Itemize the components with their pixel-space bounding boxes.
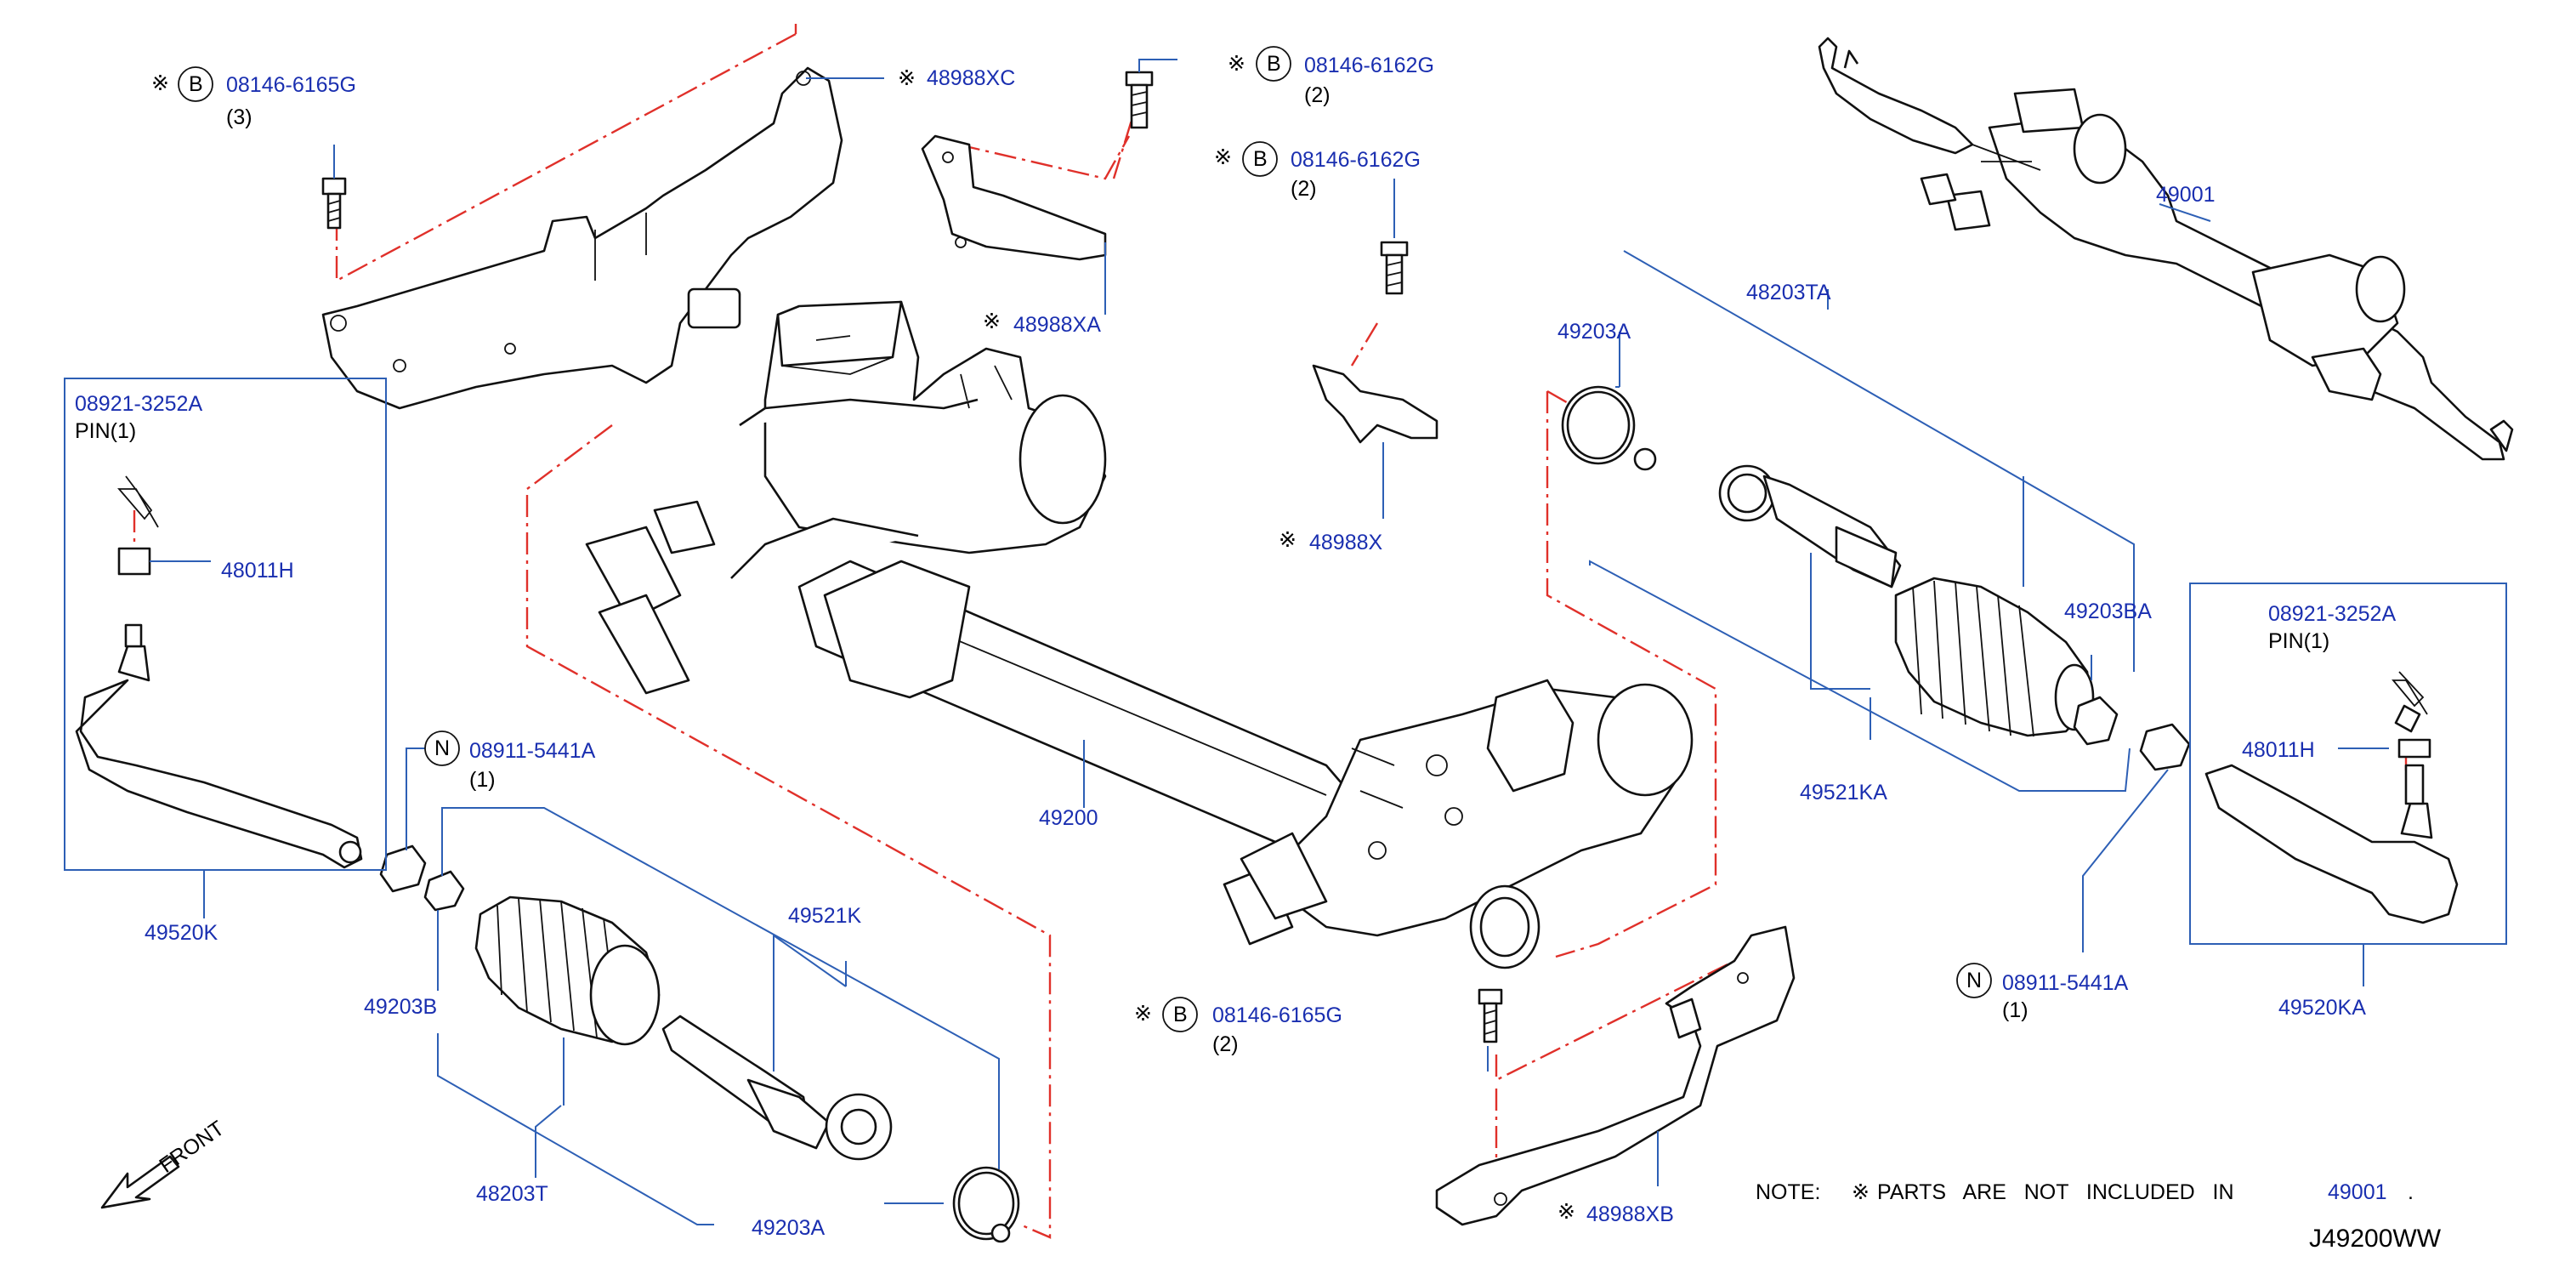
label-49001: 49001 — [2156, 183, 2216, 207]
note-mark: ※ — [1852, 1180, 1870, 1204]
b-mark: B — [1173, 1003, 1188, 1026]
label-49520ka: 49520KA — [2278, 996, 2366, 1020]
label-08146-6165g-top: 08146-6165G — [226, 73, 356, 97]
qty-2: (2) — [1291, 177, 1317, 201]
bracket-48988xc — [321, 66, 843, 410]
label-08911-5441a-left: 08911-5441A — [469, 739, 596, 763]
label-pin-left: 08921-3252A — [75, 392, 202, 416]
bolt-08146-6165g-top — [321, 177, 347, 230]
front-label: FRONT — [155, 1117, 229, 1178]
note-suffix: . — [2408, 1180, 2414, 1204]
label-49520k: 49520K — [145, 921, 218, 945]
boot-kit-left-parts — [379, 844, 1020, 1243]
label-49203ba: 49203BA — [2064, 600, 2152, 623]
star-mark: ※ — [1228, 52, 1245, 76]
label-49203b: 49203B — [364, 995, 437, 1019]
qty-3: (3) — [226, 105, 252, 129]
label-48988xa: 48988XA — [1013, 313, 1101, 337]
label-49200: 49200 — [1039, 806, 1098, 830]
label-08146-6162g-mid: 08146-6162G — [1291, 148, 1421, 172]
part-labels: ※ B 08146-6165G (3) ※ 48988XC ※ B 08146-… — [75, 46, 2396, 1240]
front-arrow: FRONT — [100, 1117, 229, 1209]
star-mark: ※ — [1134, 1002, 1152, 1026]
label-49521k: 49521K — [788, 904, 862, 928]
label-pin-right: 08921-3252A — [2268, 602, 2396, 626]
pin-left-qty: PIN(1) — [75, 419, 136, 443]
qty-1: (1) — [2002, 998, 2028, 1022]
note-ref: 49001 — [2328, 1180, 2387, 1204]
n-circle-icon — [424, 730, 460, 766]
star-mark: ※ — [983, 310, 1001, 333]
qty-2: (2) — [1212, 1032, 1239, 1056]
b-circle-icon — [1242, 141, 1278, 177]
b-circle-icon — [1162, 997, 1198, 1032]
label-49203a-left: 49203A — [752, 1216, 826, 1240]
b-mark: B — [1267, 52, 1281, 76]
star-mark: ※ — [1279, 528, 1297, 552]
b-mark: B — [1253, 147, 1268, 171]
bracket-48988x — [1312, 241, 1438, 444]
b-circle-icon — [178, 66, 213, 102]
b-circle-icon — [1256, 46, 1291, 82]
leader-lines — [64, 59, 2507, 1225]
diagram-code: J49200WW — [2309, 1225, 2442, 1253]
b-mark: B — [189, 72, 203, 96]
pin-right-qty: PIN(1) — [2268, 629, 2329, 653]
label-48988x: 48988X — [1309, 531, 1383, 554]
label-08146-6165g-bottom: 08146-6165G — [1212, 1003, 1342, 1027]
qty-1: (1) — [469, 768, 496, 792]
star-mark: ※ — [1558, 1200, 1575, 1224]
bracket-48988xa — [921, 71, 1154, 261]
note-prefix: NOTE: — [1756, 1180, 1820, 1204]
label-08146-6162g-top: 08146-6162G — [1304, 54, 1434, 77]
n-mark: N — [434, 736, 450, 760]
label-48988xc: 48988XC — [927, 66, 1015, 90]
note-text: PARTS ARE NOT INCLUDED IN — [1877, 1180, 2234, 1204]
star-mark: ※ — [1214, 145, 1232, 169]
label-49203a-right: 49203A — [1558, 320, 1631, 344]
label-48988xb: 48988XB — [1586, 1202, 1674, 1226]
n-mark: N — [1966, 969, 1982, 992]
tie-rod-end-49520ka — [2204, 671, 2459, 924]
boot-kit-right-parts — [1561, 385, 2191, 771]
qty-2: (2) — [1304, 83, 1331, 107]
note: NOTE: ※ PARTS ARE NOT INCLUDED IN 49001 … — [1756, 1180, 2414, 1204]
bracket-48988xb — [1435, 925, 1796, 1226]
label-08911-5441a-right: 08911-5441A — [2002, 971, 2129, 995]
star-mark: ※ — [151, 71, 169, 95]
star-mark: ※ — [898, 66, 916, 90]
label-49521ka: 49521KA — [1800, 781, 1887, 804]
label-48011h-left: 48011H — [221, 559, 294, 583]
steering-assembly-49001 — [1818, 37, 2514, 461]
n-circle-icon — [1956, 963, 1992, 998]
label-48203t: 48203T — [476, 1182, 548, 1206]
tie-rod-end-49520k — [75, 475, 363, 869]
label-48203ta: 48203TA — [1746, 281, 1831, 304]
steering-gear-49200 — [585, 300, 1694, 969]
label-48011h-right: 48011H — [2242, 738, 2315, 762]
